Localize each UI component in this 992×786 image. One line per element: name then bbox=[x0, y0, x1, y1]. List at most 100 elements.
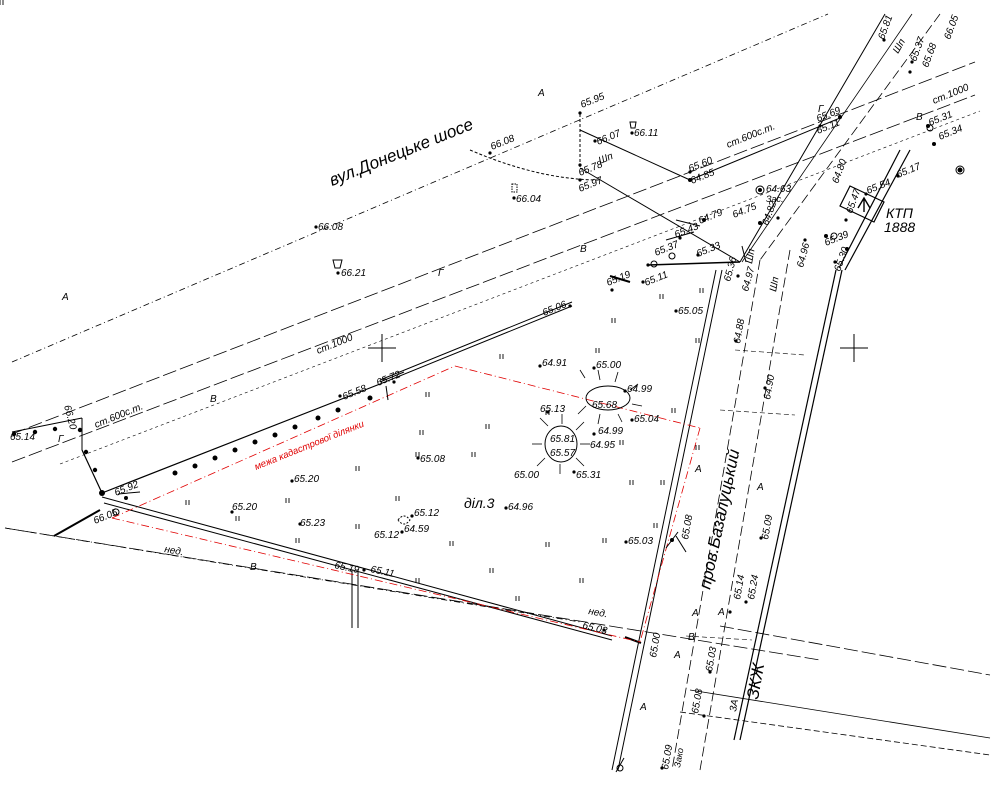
elev: 65.81 bbox=[876, 14, 895, 41]
elev: 65.95 bbox=[579, 91, 607, 111]
elev: 66.21 bbox=[341, 268, 366, 279]
fence-south bbox=[53, 275, 642, 644]
elev: 64.96 bbox=[508, 502, 533, 513]
code-shp: Шп bbox=[891, 37, 908, 56]
ktp-label: КТП bbox=[886, 205, 914, 221]
elevation-labels: 66.21 66.08 66.08 66.04 66.11 66.07 65.9… bbox=[10, 13, 965, 770]
elev: 65.03 bbox=[628, 536, 653, 547]
elev: 65.17 bbox=[895, 161, 923, 181]
code-g: Г bbox=[818, 104, 825, 115]
code-a: А bbox=[717, 607, 725, 618]
elev: 65.00 bbox=[648, 632, 663, 659]
elev: 65.23 bbox=[300, 518, 325, 529]
elev: 65.33 bbox=[695, 240, 723, 260]
elev: 65.58 bbox=[341, 383, 369, 403]
zas-label: Зас. bbox=[766, 194, 784, 204]
slope-arrows bbox=[117, 219, 747, 773]
elev: 65.20 bbox=[232, 502, 257, 513]
elev: 65.19 bbox=[605, 269, 633, 289]
zas2-label: Зако bbox=[672, 747, 685, 768]
code-a: А bbox=[673, 650, 681, 661]
code-v: В bbox=[210, 394, 217, 405]
elev: 64.95 bbox=[590, 440, 615, 451]
code-ned: нед. bbox=[587, 606, 608, 620]
elev: 65.36 bbox=[722, 255, 739, 282]
elev: 65.00 bbox=[596, 360, 621, 371]
utility-line bbox=[469, 114, 841, 266]
line-codes: А А А А А А А А В В В В В Г Г Г Шп Шп Шп… bbox=[58, 37, 923, 713]
elev: 65.37 bbox=[653, 239, 681, 259]
code-shp: Шп bbox=[744, 248, 757, 265]
code-a: А bbox=[639, 702, 647, 713]
lane-name: пров.Базалуцький bbox=[695, 447, 743, 591]
code-shp: Шп bbox=[768, 276, 781, 293]
elev: 65.09 bbox=[660, 744, 675, 771]
elev: 64.59 bbox=[404, 524, 429, 535]
fence-label: ст.600с.т. bbox=[93, 401, 145, 430]
parcel-label: діл.3 bbox=[464, 495, 495, 511]
fence-label: ст.1000 bbox=[315, 332, 355, 357]
elev: 66.08 bbox=[318, 222, 343, 233]
code-shp: Шп bbox=[597, 151, 615, 167]
elev: 65.43 bbox=[673, 221, 701, 241]
code-a: А bbox=[756, 482, 764, 493]
elev: 64.79 bbox=[697, 207, 725, 227]
code-g: Г bbox=[438, 268, 445, 279]
elev: 65.92 bbox=[113, 479, 141, 499]
code-a: А bbox=[691, 608, 699, 619]
height-points bbox=[230, 38, 963, 770]
elev: 65.05 bbox=[678, 306, 703, 317]
grid-crosses bbox=[368, 334, 868, 362]
code-v: В bbox=[916, 112, 923, 123]
elev: 65.20 bbox=[294, 474, 319, 485]
elev: 65.03 bbox=[704, 646, 719, 673]
elev: 64.96 bbox=[795, 241, 812, 268]
elev: 65.09 bbox=[760, 514, 775, 541]
cadastral-boundary bbox=[111, 365, 701, 643]
code-ned: нед. bbox=[163, 544, 184, 558]
elev: 65.81 bbox=[550, 434, 575, 445]
code-a: А bbox=[537, 88, 545, 99]
elev: 66.05 bbox=[942, 13, 961, 41]
elev: 65.31 bbox=[576, 470, 601, 481]
elev: 66.11 bbox=[634, 128, 658, 139]
elev: 64.80 bbox=[830, 157, 849, 185]
elev: 65.14 bbox=[10, 432, 35, 443]
fence-north bbox=[11, 301, 573, 494]
elev: 65.68 bbox=[592, 400, 617, 411]
elev: 65.08 bbox=[420, 454, 445, 465]
fence-posts bbox=[11, 395, 373, 500]
elev: 65.57 bbox=[550, 448, 575, 459]
label-3a: 3А bbox=[728, 698, 741, 712]
elev: 65.54 bbox=[865, 177, 893, 197]
fence-label: ст.600с.т. bbox=[725, 121, 777, 150]
elev: 65.04 bbox=[634, 414, 659, 425]
elev: 65.12 bbox=[414, 508, 439, 519]
ktp-box bbox=[839, 185, 885, 223]
elev: 65.13 bbox=[540, 404, 565, 415]
elev: 66.08 bbox=[489, 133, 517, 153]
elev: 66.04 bbox=[516, 194, 541, 205]
shrub-clusters bbox=[532, 369, 643, 474]
elev: 64.91 bbox=[542, 358, 567, 369]
zkzh-label: ЗКЖ bbox=[743, 661, 768, 701]
elev: 65.30 bbox=[832, 245, 851, 273]
elev: 64.90 bbox=[762, 374, 777, 401]
elev: 65.08 bbox=[680, 514, 695, 541]
code-a: А bbox=[61, 292, 69, 303]
elev: 65.14 bbox=[732, 574, 747, 601]
map-symbols bbox=[112, 121, 965, 772]
elev: 64.88 bbox=[732, 318, 747, 345]
elev: 64.99 bbox=[627, 384, 652, 395]
elev: 64.99 bbox=[598, 426, 623, 437]
elev: 65.12 bbox=[374, 530, 399, 541]
elev: 65.08 bbox=[690, 688, 705, 715]
elev: 65.11 bbox=[369, 564, 395, 580]
elev: 66.05 bbox=[92, 507, 120, 527]
road-lines bbox=[4, 13, 991, 756]
code-g: Г bbox=[58, 434, 65, 445]
elev: 65.19 bbox=[333, 560, 360, 576]
code-v: В bbox=[250, 562, 257, 573]
ktp-number: 1888 bbox=[884, 219, 915, 235]
